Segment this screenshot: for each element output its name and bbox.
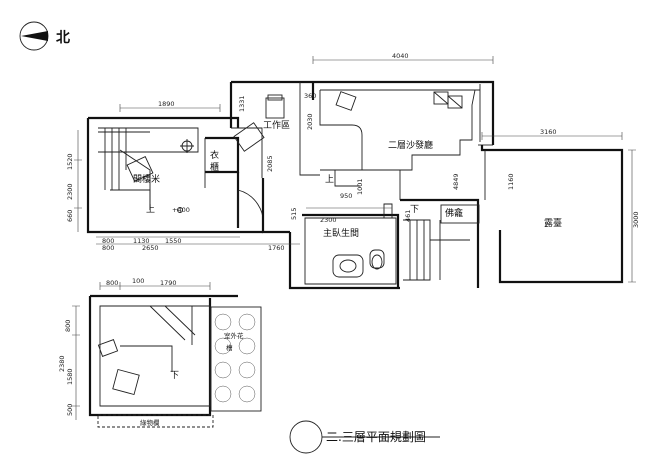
dim-1331: 1331: [238, 95, 246, 112]
dim-2030: 2030: [306, 113, 314, 130]
loft-door-swing: [237, 189, 264, 229]
room-label-lounge: 二層沙發廳: [388, 139, 433, 151]
dim-4849: 4849: [452, 173, 460, 190]
dim-2300-v: 2300: [66, 183, 74, 200]
dim-800-lower: 800: [106, 279, 118, 287]
room-label-buddha-room: 佛龕: [445, 207, 463, 219]
dim-100-lower: 100: [132, 277, 144, 285]
corridor-walls: [288, 144, 493, 290]
dim-2300: 2300: [320, 216, 337, 224]
lower-stair: [120, 305, 196, 372]
lounge-sofa: [319, 89, 476, 171]
dim-2380: 2380: [58, 355, 66, 372]
lower-lamp-icon: [97, 339, 119, 357]
room-label-master-bath: 主臥生間: [323, 227, 359, 239]
bathtub-icon: [332, 254, 364, 278]
dim-1890: 1890: [158, 100, 175, 108]
dim-360: 360: [304, 92, 316, 100]
stair-up-mark-loft: 上: [146, 204, 155, 215]
room-label-wardrobe-1: 衣: [210, 149, 219, 161]
dim-515: 515: [290, 208, 298, 220]
dimension-lines-lower: [72, 282, 211, 420]
dim-1550: 1550: [165, 237, 182, 245]
dim-2650: 2650: [142, 244, 159, 252]
north-label: 北: [56, 30, 70, 46]
dim-4040: 4040: [392, 52, 409, 60]
room-label-study: 工作區: [263, 119, 290, 131]
room-label-loft: 閣樓米: [133, 173, 160, 185]
north-arrow-icon: [19, 21, 49, 51]
planter-label-1: 室外花: [224, 331, 244, 340]
lounge-cushion-icons: [433, 91, 463, 109]
dim-660: 660: [66, 210, 74, 222]
study-walls: [229, 80, 320, 234]
dim-2085: 2085: [266, 155, 274, 172]
dim-1580: 1580: [66, 368, 74, 385]
lounge-armchair-icon: [335, 91, 357, 111]
stair-down-mark: 下: [410, 205, 419, 215]
dimension-lines-upper: [74, 56, 636, 283]
toilet-icon: [369, 249, 385, 269]
dim-1130: 1130: [133, 237, 150, 245]
terrace-walls: [480, 145, 624, 284]
dim-800-v-lower: 800: [64, 320, 72, 332]
dim-1790-lower: 1790: [160, 279, 177, 287]
dim-3000: 3000: [632, 211, 640, 228]
dim-1160: 1160: [507, 173, 515, 190]
lounge-walls: [311, 80, 495, 145]
study-chair-icon: [265, 94, 285, 119]
dim-1760: 1760: [268, 244, 285, 252]
drawing-title: 二.三層平面規劃圖: [326, 429, 426, 444]
loft-stair: [98, 127, 199, 210]
lower-stair: [403, 219, 470, 281]
dim-800-a: 800: [102, 237, 114, 245]
master-bath: [304, 217, 397, 285]
loft-lamp-icon: [180, 139, 194, 153]
room-label-terrace: 露臺: [544, 217, 562, 229]
room-label-lower-down: 下: [170, 371, 179, 381]
dim-1001: 1001: [356, 178, 364, 195]
dim-950: 950: [340, 192, 352, 200]
level-mark: +400: [172, 206, 190, 214]
outdoor-planter: [210, 306, 262, 412]
stair-up-arrow: [320, 169, 360, 187]
dim-800-b: 800: [102, 244, 114, 252]
railing-label: 綠物欄: [140, 418, 160, 427]
room-label-wardrobe-2: 櫃: [210, 161, 219, 173]
buddha-room: [440, 204, 480, 224]
planter-label-2: 槽: [226, 343, 233, 352]
study-desk: [233, 122, 265, 152]
loft-armchair-icon: [126, 156, 154, 182]
dim-500: 500: [66, 404, 74, 416]
loft-small-lamp-icon: [177, 207, 183, 213]
dim-461: 461: [404, 210, 412, 222]
dim-3160: 3160: [540, 128, 557, 136]
title-circle-icon: [289, 420, 323, 454]
stair-up-mark-corridor: 上: [325, 174, 334, 185]
dim-1520: 1520: [66, 153, 74, 170]
railing: [97, 414, 214, 428]
lower-armchair-icon: [112, 368, 140, 396]
